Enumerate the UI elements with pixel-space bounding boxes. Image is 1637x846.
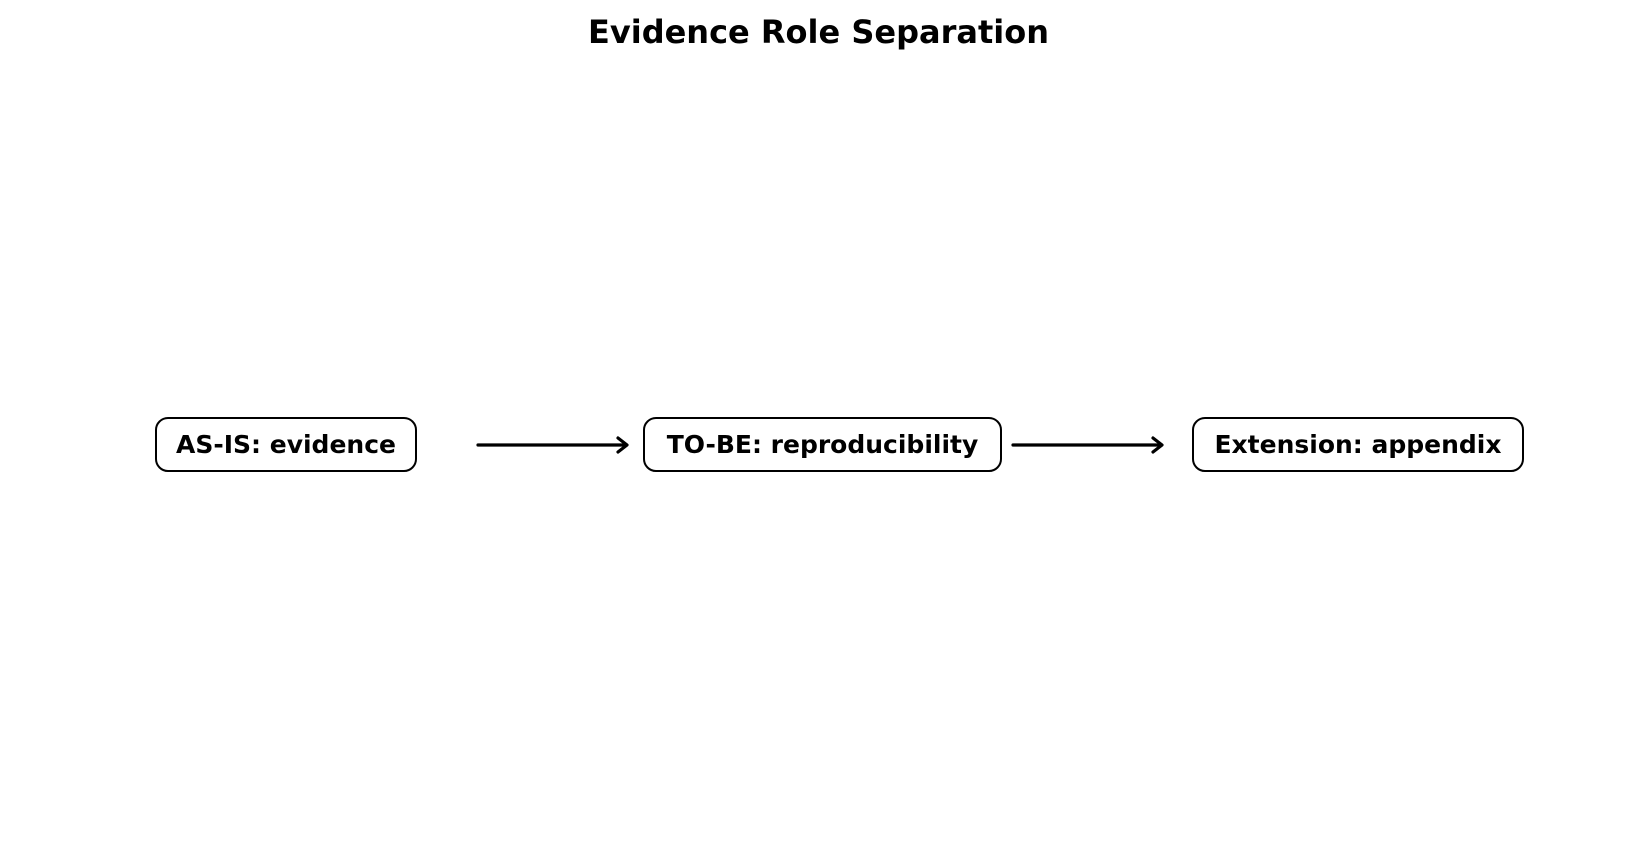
node-extension-appendix: Extension: appendix xyxy=(1192,417,1524,472)
arrow-as-is-to-to-be xyxy=(476,436,629,454)
node-label: TO-BE: reproducibility xyxy=(666,430,979,459)
node-label: AS-IS: evidence xyxy=(176,430,396,459)
diagram-title: Evidence Role Separation xyxy=(588,13,1049,51)
node-label: Extension: appendix xyxy=(1214,430,1502,459)
node-to-be-reproducibility: TO-BE: reproducibility xyxy=(643,417,1002,472)
node-as-is-evidence: AS-IS: evidence xyxy=(155,417,417,472)
arrow-to-be-to-extension xyxy=(1011,436,1164,454)
